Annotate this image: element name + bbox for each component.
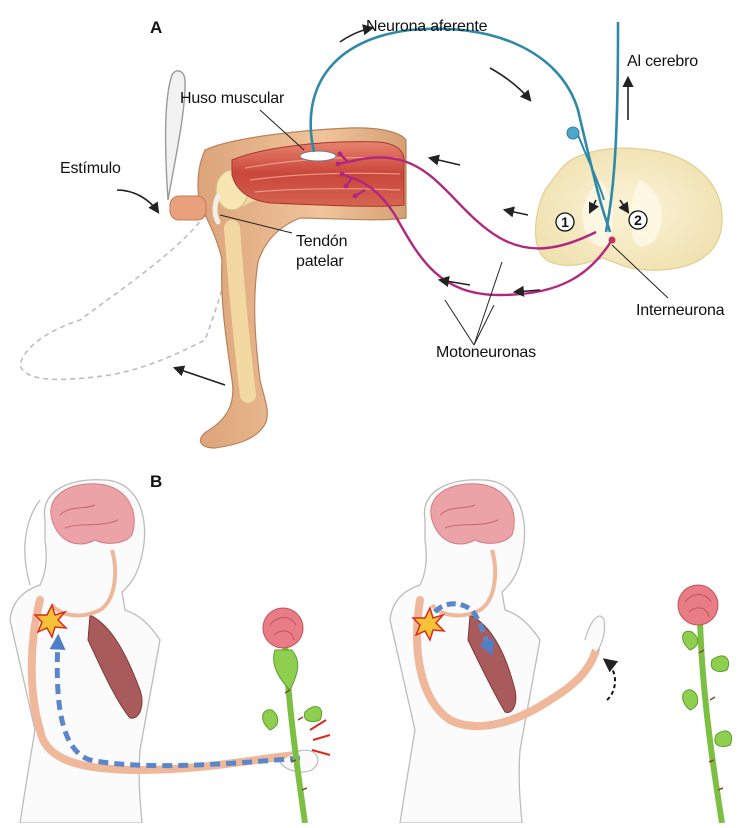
label-tendon-line1: Tendón [296, 233, 347, 251]
synapse-2-marker: 2 [629, 211, 647, 229]
label-motoneurons: Motoneuronas [436, 344, 536, 362]
label-interneuron: Interneurona [636, 302, 724, 320]
interneuron-body [609, 237, 616, 244]
synapse-1-marker: 1 [556, 213, 574, 231]
label-afferent-neuron: Neurona aferente [366, 18, 487, 36]
label-muscle-spindle: Huso muscular [180, 90, 284, 108]
kick-ghost-leg [20, 215, 236, 379]
panel-b [10, 480, 732, 823]
rose-icon [678, 585, 732, 823]
panel-a-letter: A [150, 18, 162, 38]
label-tendon-line2: patelar [296, 253, 344, 271]
panel-a: 1 2 [20, 22, 722, 448]
spinal-cord [535, 148, 722, 270]
panel-b-letter: B [150, 472, 162, 492]
person-left [10, 480, 318, 823]
leg [198, 128, 406, 448]
afferent-ganglion [567, 127, 579, 139]
label-to-brain: Al cerebro [627, 53, 698, 71]
label-stimulus: Estímulo [60, 160, 121, 178]
muscle-spindle [300, 151, 336, 161]
person-right [390, 480, 615, 823]
circle-number-1: 1 [561, 214, 569, 230]
withdraw-arrow-icon [605, 660, 615, 700]
circle-number-2: 2 [634, 212, 642, 228]
rose-icon [263, 608, 330, 823]
